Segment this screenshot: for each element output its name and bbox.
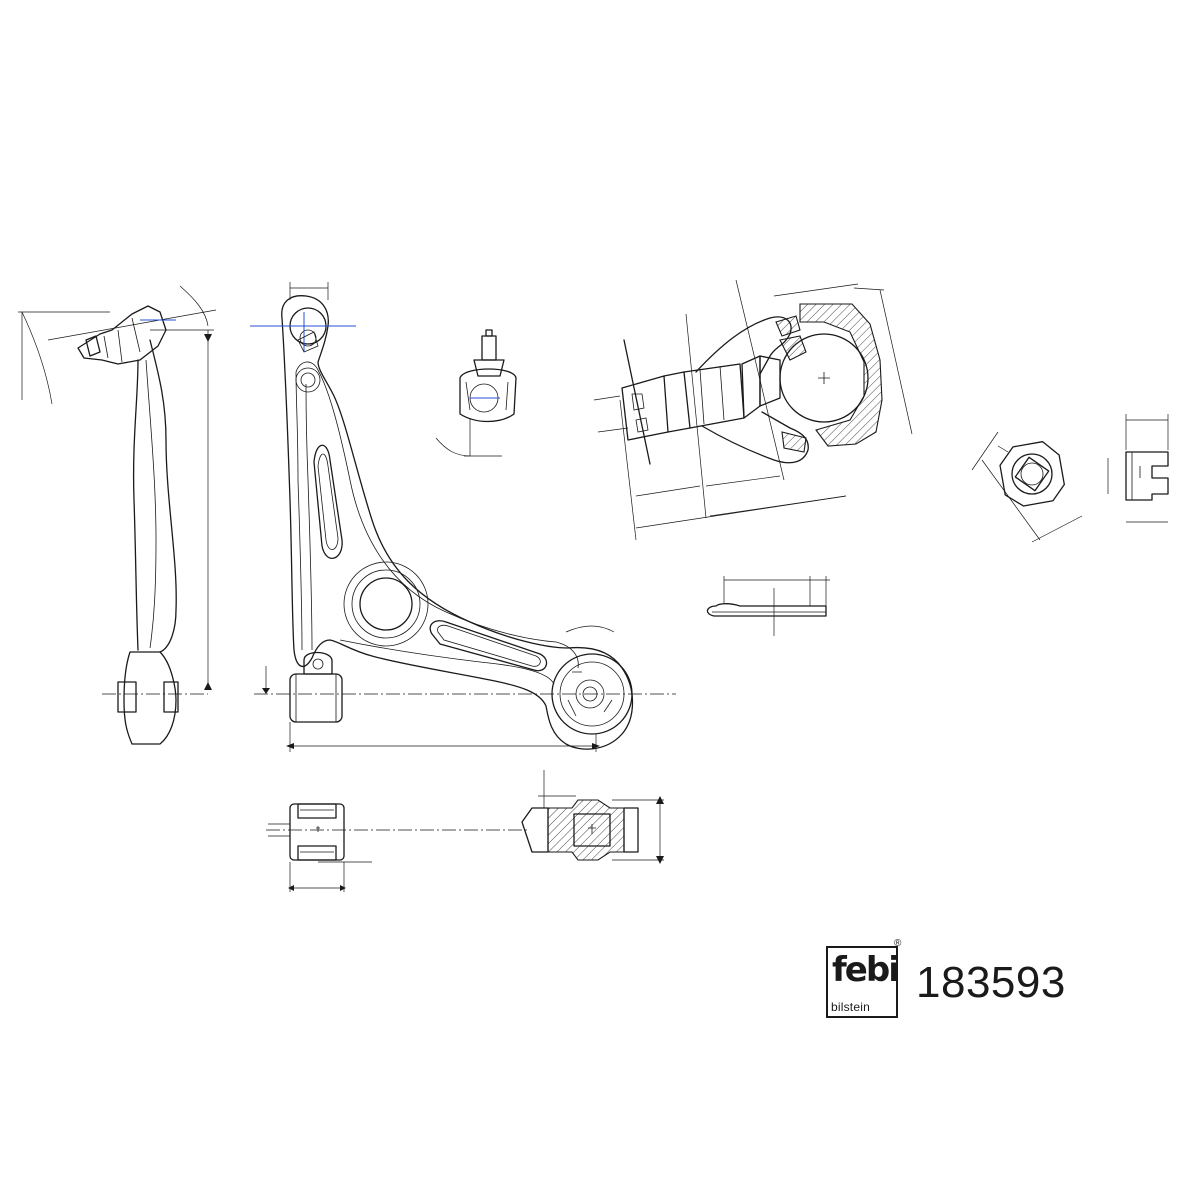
ball-joint-section-view — [593, 279, 913, 541]
brand-logo-text: febi — [832, 950, 900, 990]
castle-nut-side-view — [1107, 414, 1169, 523]
bushing-left-detail — [268, 803, 372, 892]
cotter-pin-view — [706, 576, 830, 636]
registered-mark: ® — [894, 938, 902, 949]
bushing-right-section — [521, 770, 664, 861]
brand-logo-subtext: bilstein — [831, 1000, 870, 1014]
control-arm-front-view — [250, 282, 676, 752]
part-number: 183593 — [916, 958, 1066, 1007]
castle-nut-top-view — [971, 431, 1083, 543]
arrowheads — [204, 334, 664, 891]
brand-logo: febi bilstein — [826, 946, 900, 1018]
brand-block: febi bilstein ® 183593 — [826, 938, 1076, 1022]
ball-joint-small-view — [435, 329, 517, 457]
side-view — [18, 285, 217, 745]
